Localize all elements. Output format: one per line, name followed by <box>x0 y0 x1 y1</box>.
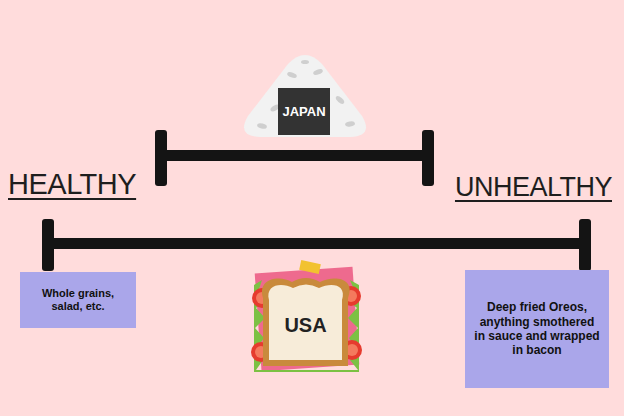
onigiri-icon <box>244 55 366 137</box>
scale-bar <box>48 238 585 249</box>
node-text: JAPAN <box>282 104 325 120</box>
example-box: Whole grains, salad, etc. <box>20 272 136 328</box>
scale-end-label: UNHEALTHY <box>455 172 612 203</box>
scale-end-label: HEALTHY <box>8 168 136 201</box>
country-tag: JAPAN <box>278 88 330 135</box>
node-text: Deep fried Oreos, anything smothered in … <box>473 300 601 358</box>
scale-cap <box>155 130 167 186</box>
country-tag: USA <box>269 300 342 350</box>
scale-cap <box>42 219 54 271</box>
example-box: Deep fried Oreos, anything smothered in … <box>465 270 609 388</box>
scale-cap <box>422 130 434 186</box>
scale-bar <box>160 150 428 161</box>
node-text: USA <box>284 313 326 337</box>
scale-cap <box>579 219 591 271</box>
sandwich-icon <box>251 260 362 372</box>
node-text: Whole grains, salad, etc. <box>26 287 130 313</box>
